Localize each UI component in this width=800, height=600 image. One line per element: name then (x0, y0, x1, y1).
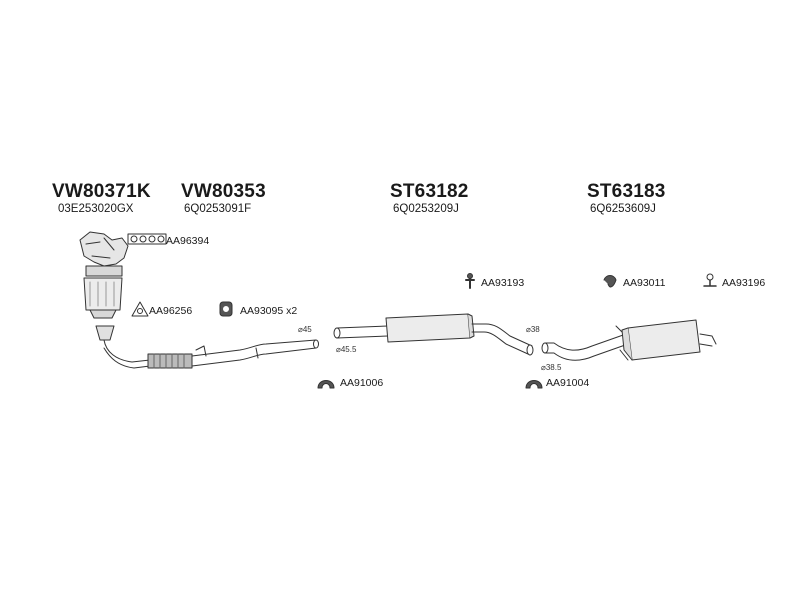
gasket-manifold-shape (127, 233, 167, 245)
clamp-rear-shape (525, 380, 543, 389)
clamp-front-shape (317, 380, 335, 389)
part-label-aa91004: AA91004 (546, 377, 590, 389)
group-part-1: 03E253020GX (58, 203, 134, 215)
diameter-label-38-5: ⌀38.5 (541, 363, 562, 372)
group-part-4: 6Q6253609J (590, 203, 656, 215)
diameter-label-45-5: ⌀45.5 (336, 345, 357, 354)
group-part-2: 6Q0253091F (184, 203, 252, 215)
part-label-aa93095: AA93095 x2 (240, 305, 298, 317)
part-label-aa96394: AA96394 (166, 235, 210, 247)
hanger-shape (219, 301, 233, 317)
group-code-2: VW80353 (181, 181, 266, 202)
center-silencer-part[interactable] (333, 313, 534, 356)
part-label-aa93196: AA93196 (722, 277, 766, 289)
part-label-aa93011: AA93011 (623, 277, 666, 289)
group-code-4: ST63183 (587, 181, 666, 202)
rear-silencer-part[interactable] (541, 319, 717, 361)
group-code-1: VW80371K (52, 181, 151, 202)
group-code-3: ST63182 (390, 181, 469, 202)
group-part-3: 6Q0253209J (393, 203, 459, 215)
diameter-label-45: ⌀45 (298, 325, 312, 334)
rubber-rear-a-shape (603, 275, 617, 288)
manifold-catalyst-part[interactable] (79, 231, 129, 319)
part-label-aa91006: AA91006 (340, 377, 384, 389)
diameter-label-38: ⌀38 (526, 325, 540, 334)
part-label-aa93193: AA93193 (481, 277, 525, 289)
part-label-aa96256: AA96256 (149, 305, 193, 317)
front-pipe-part[interactable] (95, 325, 319, 369)
